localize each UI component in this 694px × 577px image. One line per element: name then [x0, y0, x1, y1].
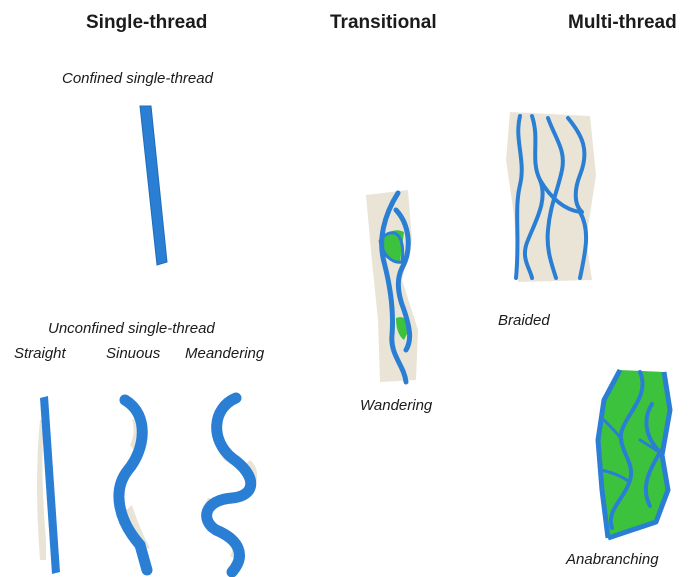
wandering-channel	[366, 190, 418, 382]
anabranching-channel	[598, 370, 670, 538]
straight-channel	[37, 396, 60, 574]
confined-channel	[140, 106, 167, 265]
braided-channel	[506, 112, 596, 282]
meandering-channel	[203, 398, 257, 572]
sinuous-channel	[119, 400, 150, 570]
